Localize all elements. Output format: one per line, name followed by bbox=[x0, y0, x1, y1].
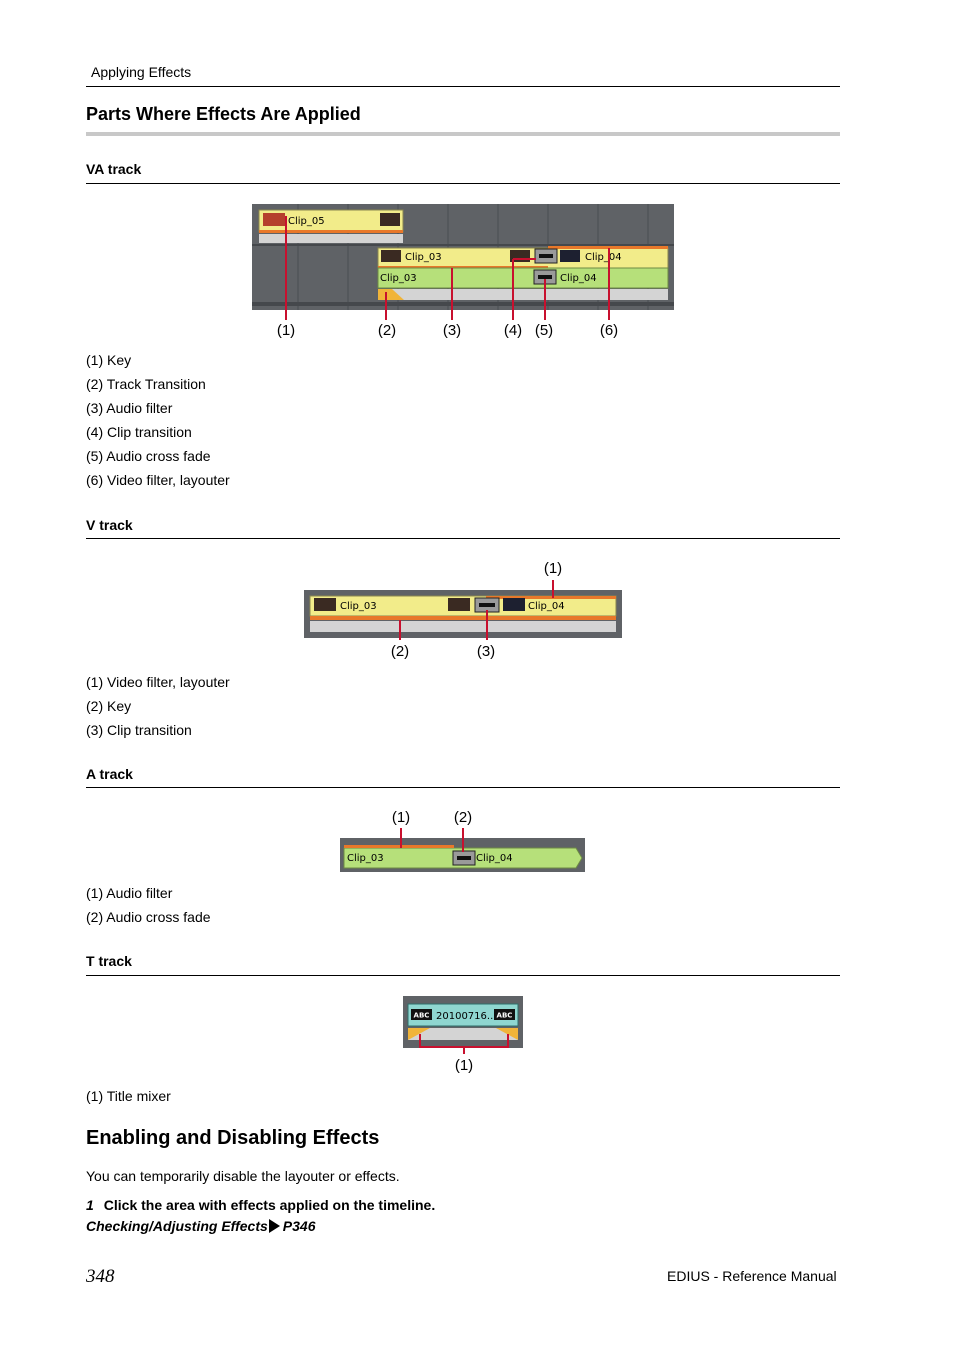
svg-text:ABC: ABC bbox=[414, 1012, 430, 1020]
v-callout-2: (2) bbox=[391, 643, 409, 660]
va-audio-row bbox=[377, 267, 669, 289]
va-callout-2: (2) bbox=[378, 322, 396, 339]
v-track-rule bbox=[86, 538, 840, 539]
a-track-figure: (1) (2) Clip_03 Clip_04 bbox=[340, 809, 585, 872]
a-clip03-label: Clip_03 bbox=[347, 853, 384, 864]
list-item: (1) Title mixer bbox=[86, 1088, 171, 1104]
xref-page: P346 bbox=[282, 1218, 316, 1234]
step-text: Click the area with effects applied on t… bbox=[103, 1197, 436, 1213]
thumbnail-icon bbox=[448, 598, 470, 611]
t-title-clip bbox=[407, 1003, 519, 1027]
a-audio-filter bbox=[344, 845, 454, 848]
t-legend-list: (1) Title mixer bbox=[86, 1084, 171, 1108]
list-item: (1) Audio filter bbox=[86, 885, 173, 901]
thumbnail-icon bbox=[380, 213, 400, 226]
va-clip03-audio-label: Clip_03 bbox=[380, 273, 417, 284]
header-rule bbox=[86, 86, 840, 87]
va-callout-3: (3) bbox=[443, 322, 461, 339]
section-title-rule bbox=[86, 132, 840, 136]
list-item: (2) Audio cross fade bbox=[86, 909, 211, 925]
step-number: 1 bbox=[86, 1197, 94, 1213]
list-item: (4) Clip transition bbox=[86, 424, 192, 440]
t-callout-1: (1) bbox=[455, 1057, 473, 1074]
list-item: (1) Key bbox=[86, 352, 132, 368]
t-track-heading: T track bbox=[86, 953, 132, 969]
t-track-figure: ABC ABC 20100716.. (1) bbox=[403, 996, 523, 1074]
a-legend-list: (1) Audio filter (2) Audio cross fade bbox=[86, 881, 211, 929]
v-clip04-label: Clip_04 bbox=[528, 601, 565, 612]
list-item: (5) Audio cross fade bbox=[86, 448, 211, 464]
abc-badge-icon bbox=[494, 1009, 515, 1020]
va-track-transition bbox=[378, 289, 404, 300]
v-legend-list: (1) Video filter, layouter (2) Key (3) C… bbox=[86, 670, 230, 742]
v-track-figure: (1) Clip_03 Clip_04 (2) (3) bbox=[304, 560, 622, 660]
running-head: Applying Effects bbox=[91, 64, 192, 80]
va-callout-4: (4) bbox=[504, 322, 522, 339]
va-clip04-video-filter bbox=[548, 246, 668, 249]
va-clip04-video-label: Clip_04 bbox=[585, 252, 622, 263]
svg-text:ABC: ABC bbox=[497, 1012, 513, 1020]
list-item: (3) Audio filter bbox=[86, 400, 173, 416]
abc-badge-icon bbox=[411, 1009, 432, 1020]
va-track-figure: Clip_05 Clip_03 Clip_04 Clip_03 Clip_04 … bbox=[252, 204, 674, 339]
v-track-heading: V track bbox=[86, 517, 133, 533]
page-number: 348 bbox=[86, 1266, 115, 1287]
v-callout-3: (3) bbox=[477, 643, 495, 660]
cross-reference-link[interactable]: Checking/Adjusting Effects P346 bbox=[86, 1218, 315, 1234]
va-callout-6: (6) bbox=[600, 322, 618, 339]
step-1: 1 Click the area with effects applied on … bbox=[86, 1197, 435, 1213]
va-callout-1: (1) bbox=[277, 322, 295, 339]
v-callout-1: (1) bbox=[544, 560, 562, 577]
t-track-rule bbox=[86, 975, 840, 976]
a-track-rule bbox=[86, 787, 840, 788]
v-callout-lines bbox=[399, 580, 554, 640]
thumbnail-icon bbox=[381, 250, 401, 262]
list-item: (2) Track Transition bbox=[86, 376, 206, 392]
thumbnail-icon bbox=[503, 598, 525, 611]
a-callout-2: (2) bbox=[454, 809, 472, 826]
xref-text: Checking/Adjusting Effects bbox=[86, 1218, 268, 1234]
section-title: Parts Where Effects Are Applied bbox=[86, 104, 361, 124]
enabling-intro: You can temporarily disable the layouter… bbox=[86, 1168, 400, 1184]
va-callout-5: (5) bbox=[535, 322, 553, 339]
v-clip03-label: Clip_03 bbox=[340, 601, 377, 612]
list-item: (3) Clip transition bbox=[86, 722, 192, 738]
a-track-heading: A track bbox=[86, 766, 133, 782]
va-clip05-label: Clip_05 bbox=[288, 216, 325, 227]
t-callout-lines bbox=[419, 1034, 509, 1054]
va-legend-list: (1) Key (2) Track Transition (3) Audio f… bbox=[86, 348, 230, 492]
t-mixer-row bbox=[408, 1028, 518, 1040]
t-clip-label: 20100716.. bbox=[436, 1011, 493, 1022]
a-clip04-label: Clip_04 bbox=[476, 853, 513, 864]
thumbnail-icon bbox=[263, 213, 285, 226]
thumbnail-icon bbox=[560, 250, 580, 262]
list-item: (2) Key bbox=[86, 698, 132, 714]
thumbnail-icon bbox=[314, 598, 336, 611]
arrow-right-icon bbox=[268, 1219, 280, 1233]
va-track-transition-row bbox=[378, 289, 668, 300]
va-clip04-audio-label: Clip_04 bbox=[560, 273, 597, 284]
va-clip03-label: Clip_03 bbox=[405, 252, 442, 263]
v-video-filter bbox=[486, 596, 616, 599]
va-track-heading: VA track bbox=[86, 161, 142, 177]
footer-manual-title: EDIUS - Reference Manual bbox=[667, 1268, 837, 1284]
list-item: (6) Video filter, layouter bbox=[86, 472, 230, 488]
a-callout-lines bbox=[400, 828, 464, 852]
list-item: (1) Video filter, layouter bbox=[86, 674, 230, 690]
a-callout-1: (1) bbox=[392, 809, 410, 826]
va-callout-lines bbox=[285, 216, 610, 320]
enabling-title: Enabling and Disabling Effects bbox=[86, 1127, 380, 1149]
va-track-rule bbox=[86, 183, 840, 184]
